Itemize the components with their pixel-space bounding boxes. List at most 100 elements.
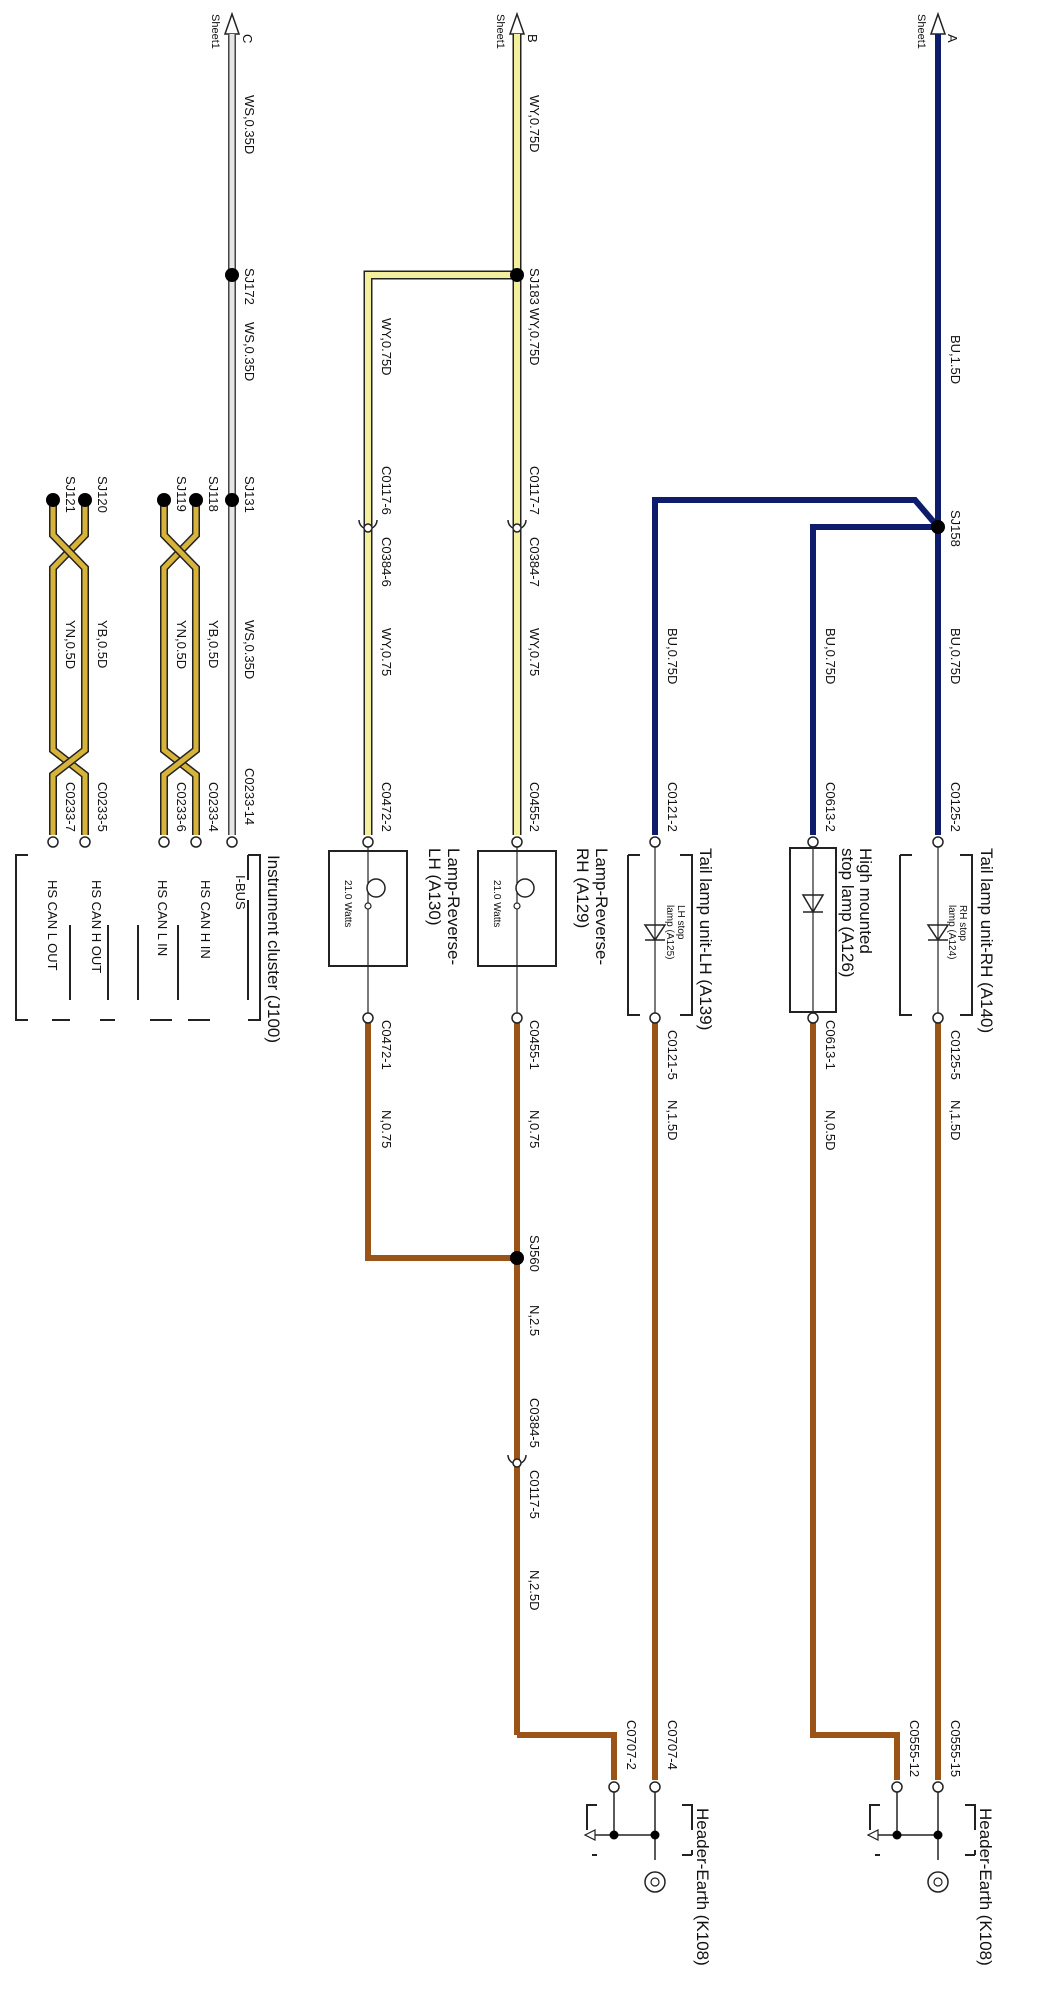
reverse-lamp-rh[interactable]: 21.0 Watts Lamp-Reverse- RH (A129) — [477, 847, 611, 1013]
splice-labels: SJ158 SJ183 SJ172 SJ131 SJ118 SJ119 SJ12… — [63, 268, 963, 1272]
svg-text:Lamp-Reverse-: Lamp-Reverse- — [444, 848, 463, 965]
svg-text:C0125-2: C0125-2 — [948, 782, 963, 832]
svg-text:HS CAN H IN: HS CAN H IN — [198, 880, 213, 959]
svg-text:21.0 Watts: 21.0 Watts — [342, 880, 353, 927]
svg-text:C0613-1: C0613-1 — [823, 1020, 838, 1070]
svg-text:stop lamp (A126): stop lamp (A126) — [838, 848, 857, 977]
tail-lamp-lh[interactable]: LH stop lamp (A125) Tail lamp unit-LH (A… — [627, 847, 715, 1030]
svg-text:C0455-2: C0455-2 — [527, 782, 542, 832]
splice-sj121 — [46, 493, 60, 507]
splice-sj131 — [225, 493, 239, 507]
svg-text:RH (A129): RH (A129) — [573, 848, 592, 928]
splice-sj158 — [931, 520, 945, 534]
wire-group-blue — [652, 34, 941, 835]
pin-circles — [47, 836, 944, 1793]
svg-text:WY,0.75: WY,0.75 — [527, 628, 542, 676]
svg-text:SJ121: SJ121 — [63, 476, 78, 513]
svg-text:21.0 Watts: 21.0 Watts — [491, 880, 502, 927]
svg-text:BU,0.75D: BU,0.75D — [948, 628, 963, 684]
high-mounted-stop-lamp[interactable]: High mounted stop lamp (A126) — [789, 847, 875, 1013]
svg-text:C: C — [240, 34, 255, 43]
svg-text:N,0.75: N,0.75 — [527, 1110, 542, 1148]
svg-text:B: B — [525, 34, 540, 43]
wire-group-brown — [365, 1018, 941, 1780]
svg-text:lamp (A125): lamp (A125) — [664, 905, 675, 959]
svg-text:C0384-7: C0384-7 — [527, 537, 542, 587]
svg-text:SJ560: SJ560 — [527, 1235, 542, 1272]
wire-group-yellow — [363, 34, 522, 835]
svg-text:BU,1.5D: BU,1.5D — [948, 335, 963, 384]
splice-sj119 — [157, 493, 171, 507]
svg-text:YB,0.5D: YB,0.5D — [206, 620, 221, 668]
svg-text:C0125-5: C0125-5 — [948, 1030, 963, 1080]
svg-text:C0233-5: C0233-5 — [95, 782, 110, 832]
svg-text:C0117-6: C0117-6 — [379, 466, 394, 515]
svg-text:C0233-7: C0233-7 — [63, 782, 78, 832]
svg-text:WY,0.75D: WY,0.75D — [527, 308, 542, 366]
splice-sj120 — [78, 493, 92, 507]
svg-text:HS CAN H OUT: HS CAN H OUT — [89, 880, 104, 973]
svg-text:LH (A130): LH (A130) — [425, 848, 444, 925]
svg-text:C0117-5: C0117-5 — [527, 1470, 542, 1519]
connector-labels: C0125-2 C0125-5 C0613-2 C0613-1 C0121-2 … — [63, 466, 963, 1777]
svg-text:YN,0.5D: YN,0.5D — [63, 620, 78, 669]
svg-text:WY,0.75D: WY,0.75D — [379, 318, 394, 376]
svg-text:High mounted: High mounted — [856, 848, 875, 954]
svg-text:C0233-4: C0233-4 — [206, 782, 221, 832]
svg-text:Header-Earth (K108): Header-Earth (K108) — [976, 1808, 995, 1966]
inline-connector-c0117-6[interactable] — [358, 519, 378, 533]
inline-connector-c0117-7[interactable] — [507, 519, 527, 533]
twisted-pair-1 — [160, 500, 200, 835]
header-earth-2[interactable]: Header-Earth (K108) — [583, 1792, 712, 1966]
reverse-lamp-lh[interactable]: 21.0 Watts Lamp-Reverse- LH (A130) — [328, 847, 463, 1013]
svg-text:YB,0.5D: YB,0.5D — [95, 620, 110, 668]
svg-text:LH stop: LH stop — [675, 905, 686, 940]
led-icon — [926, 924, 950, 942]
wire-wy-branch — [365, 272, 517, 835]
svg-text:C0117-7: C0117-7 — [527, 466, 542, 515]
svg-text:C0384-6: C0384-6 — [379, 537, 394, 587]
svg-text:WY,0.75: WY,0.75 — [379, 628, 394, 676]
bulb-icon — [366, 878, 386, 898]
tail-lamp-rh[interactable]: RH stop lamp (A124) Tail lamp unit-RH (A… — [899, 847, 996, 1033]
wire-bu-high-mounted — [810, 524, 938, 835]
svg-text:C0707-2: C0707-2 — [624, 1720, 639, 1770]
bulb-icon — [515, 878, 535, 898]
wire-n-rev-lh — [365, 1018, 517, 1261]
svg-text:BU,0.75D: BU,0.75D — [823, 628, 838, 684]
svg-text:WS,0.35D: WS,0.35D — [242, 620, 257, 679]
svg-text:C0555-15: C0555-15 — [948, 1720, 963, 1777]
svg-text:C0472-2: C0472-2 — [379, 782, 394, 832]
svg-text:Sheet1: Sheet1 — [494, 14, 506, 49]
sheet-ref-c[interactable]: C Sheet1 — [209, 11, 255, 49]
svg-text:N,0.75: N,0.75 — [379, 1110, 394, 1148]
svg-text:C0233-6: C0233-6 — [174, 782, 189, 832]
wire-n-rev-earth — [517, 1732, 617, 1780]
svg-text:C0121-5: C0121-5 — [665, 1030, 680, 1080]
svg-text:HS CAN L IN: HS CAN L IN — [155, 880, 170, 956]
led-icon — [801, 894, 825, 914]
header-earth-1[interactable]: Header-Earth (K108) — [866, 1792, 995, 1966]
sheet-ref-a[interactable]: A Sheet1 — [915, 11, 960, 49]
svg-text:N,2.5D: N,2.5D — [527, 1570, 542, 1610]
instrument-cluster[interactable]: Instrument cluster (J100) I-BUS HS CAN H… — [15, 854, 283, 1043]
svg-text:Sheet1: Sheet1 — [209, 14, 221, 49]
inline-connector-c0384-5[interactable] — [507, 1454, 527, 1468]
svg-text:YN,0.5D: YN,0.5D — [174, 620, 189, 669]
twisted-pair-2 — [49, 500, 89, 835]
svg-text:A: A — [945, 34, 960, 43]
splice-sj172 — [225, 268, 239, 282]
svg-text:N,2.5: N,2.5 — [527, 1305, 542, 1336]
led-icon — [643, 924, 667, 942]
svg-text:C0555-12: C0555-12 — [907, 1720, 922, 1777]
svg-text:lamp (A124): lamp (A124) — [946, 905, 957, 959]
instrument-cluster-title: Instrument cluster (J100) — [264, 855, 283, 1043]
svg-text:C0455-1: C0455-1 — [527, 1020, 542, 1070]
splice-sj118 — [189, 493, 203, 507]
svg-text:SJ119: SJ119 — [174, 476, 189, 512]
svg-text:I-BUS: I-BUS — [233, 875, 248, 910]
svg-text:C0613-2: C0613-2 — [823, 782, 838, 832]
svg-text:Lamp-Reverse-: Lamp-Reverse- — [592, 848, 611, 965]
tail-lamp-lh-title: Tail lamp unit-LH (A139) — [696, 848, 715, 1030]
